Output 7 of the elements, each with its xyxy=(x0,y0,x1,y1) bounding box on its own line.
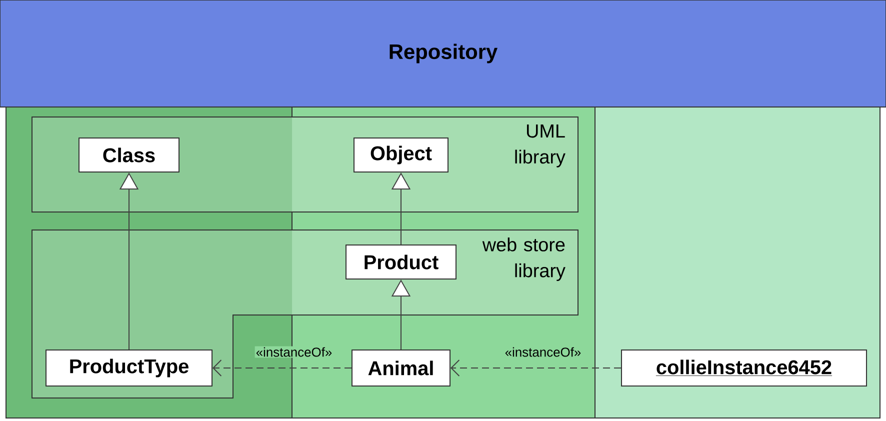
class-box: ProductType xyxy=(46,350,212,386)
class-box: Animal xyxy=(352,350,450,386)
header-band: Repository xyxy=(0,0,886,108)
arrow xyxy=(212,360,352,376)
arrow xyxy=(450,360,622,376)
class-box: collieInstance6452 xyxy=(621,350,867,386)
edge-label: «instanceOf» xyxy=(254,346,334,358)
